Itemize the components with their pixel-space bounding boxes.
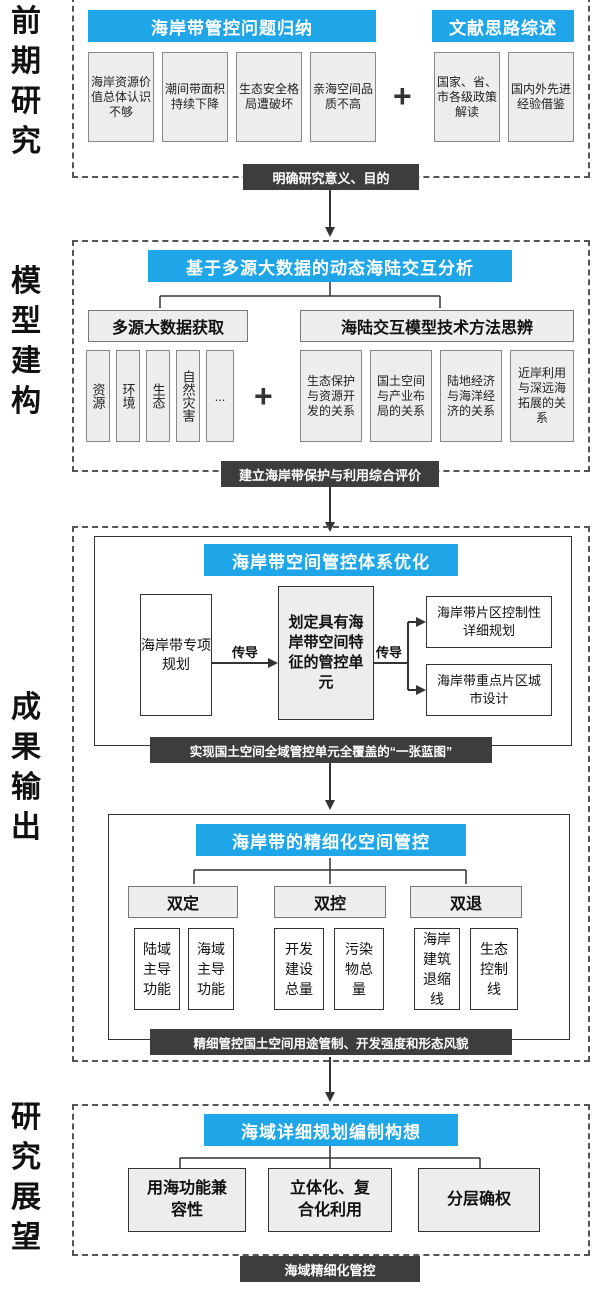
s1-item-1: 海岸资源价值总体认识不够 (88, 52, 154, 142)
s1-item-4: 亲海空间品质不高 (310, 52, 376, 142)
stage-label-4: 研究展望 (0, 1098, 52, 1258)
s3b-group-3-head: 双退 (410, 886, 522, 918)
s3a-arrow2-label: 传导 (376, 645, 403, 660)
s4-footer: 海域精细化管控 (240, 1256, 420, 1282)
s3b-title: 海岸带的精细化空间管控 (196, 824, 466, 856)
s3a-arrow1-label: 传导 (232, 645, 259, 660)
s2-left-item-5: ... (206, 350, 234, 442)
s3b-group-3-item-2: 生态控制线 (470, 928, 518, 1010)
s2-left-item-2: 环境 (116, 350, 140, 442)
s1-item2-2: 国内外先进经验借鉴 (508, 52, 574, 142)
stage-label-2: 模型建构 (0, 262, 52, 422)
s1-footer: 明确研究意义、目的 (243, 164, 419, 190)
s1-plus: + (393, 78, 412, 114)
s3a-right-item-2: 海岸带重点片区城市设计 (426, 664, 552, 716)
s1-item-2: 潮间带面积持续下降 (162, 52, 228, 142)
s3b-group-2-item-1: 开发建设总量 (274, 928, 324, 1010)
s2-plus: + (254, 378, 273, 414)
tree-connector-s3b (193, 858, 467, 884)
s3b-group-1-item-1: 陆域主导功能 (134, 928, 180, 1010)
stage-label-1: 前期研究 (0, 2, 52, 162)
s2-right-item-1: 生态保护与资源开发的关系 (300, 350, 362, 442)
s1-item2-1: 国家、省、市各级政策解读 (434, 52, 500, 142)
s3a-title: 海岸带空间管控体系优化 (204, 544, 458, 576)
s1-title: 海岸带管控问题归纳 (88, 10, 376, 42)
s4-title: 海域详细规划编制构想 (204, 1114, 458, 1146)
s4-item-2: 立体化、复合化利用 (268, 1168, 392, 1232)
s3a-right-item-1: 海岸带片区控制性详细规划 (426, 596, 552, 648)
s3b-group-1-head: 双定 (128, 886, 238, 918)
s2-right-head: 海陆交互模型技术方法思辨 (300, 310, 574, 342)
s2-title: 基于多源大数据的动态海陆交互分析 (148, 250, 512, 282)
s2-right-item-4: 近岸利用与深远海拓展的关系 (510, 350, 574, 442)
s2-left-item-3: 生态 (146, 350, 170, 442)
tree-connector-s2 (159, 280, 441, 308)
stage-label-2-text: 模型建构 (11, 265, 41, 418)
stage4-frame (72, 1104, 590, 1256)
s3a-left-box: 海岸带专项规划 (140, 594, 212, 716)
stage-label-4-text: 研究展望 (11, 1101, 41, 1254)
stage-label-3: 成果输出 (0, 688, 52, 848)
s2-right-item-2: 国土空间与产业布局的关系 (370, 350, 432, 442)
tree-connector-s4 (179, 1146, 481, 1168)
s3b-footer: 精细管控国土空间用途管制、开发强度和形态风貌 (150, 1029, 512, 1055)
s3b-group-3-item-1: 海岸建筑退缩线 (414, 928, 460, 1010)
s1-item-3: 生态安全格局遭破坏 (236, 52, 302, 142)
s4-item-1: 用海功能兼容性 (128, 1168, 246, 1232)
s3a-footer: 实现国土空间全域管控单元全覆盖的“一张蓝图” (150, 737, 492, 763)
s3a-center-box: 划定具有海岸带空间特征的管控单元 (278, 586, 374, 720)
s3b-group-1-item-2: 海域主导功能 (188, 928, 234, 1010)
stage-label-1-text: 前期研究 (11, 5, 41, 158)
s2-left-head: 多源大数据获取 (88, 310, 248, 342)
stage3-frame (72, 526, 590, 1062)
s4-item-3: 分层确权 (418, 1168, 540, 1232)
s2-footer: 建立海岸带保护与利用综合评价 (221, 461, 439, 487)
s3b-group-2-item-2: 污染物总量 (334, 928, 384, 1010)
s1-title2: 文献思路综述 (432, 10, 574, 42)
s2-left-item-4: 自然灾害 (176, 350, 200, 442)
s2-left-item-1: 资源 (86, 350, 110, 442)
s2-right-item-3: 陆地经济与海洋经济的关系 (440, 350, 502, 442)
stage-label-3-text: 成果输出 (11, 691, 41, 844)
s3b-group-2-head: 双控 (274, 886, 386, 918)
